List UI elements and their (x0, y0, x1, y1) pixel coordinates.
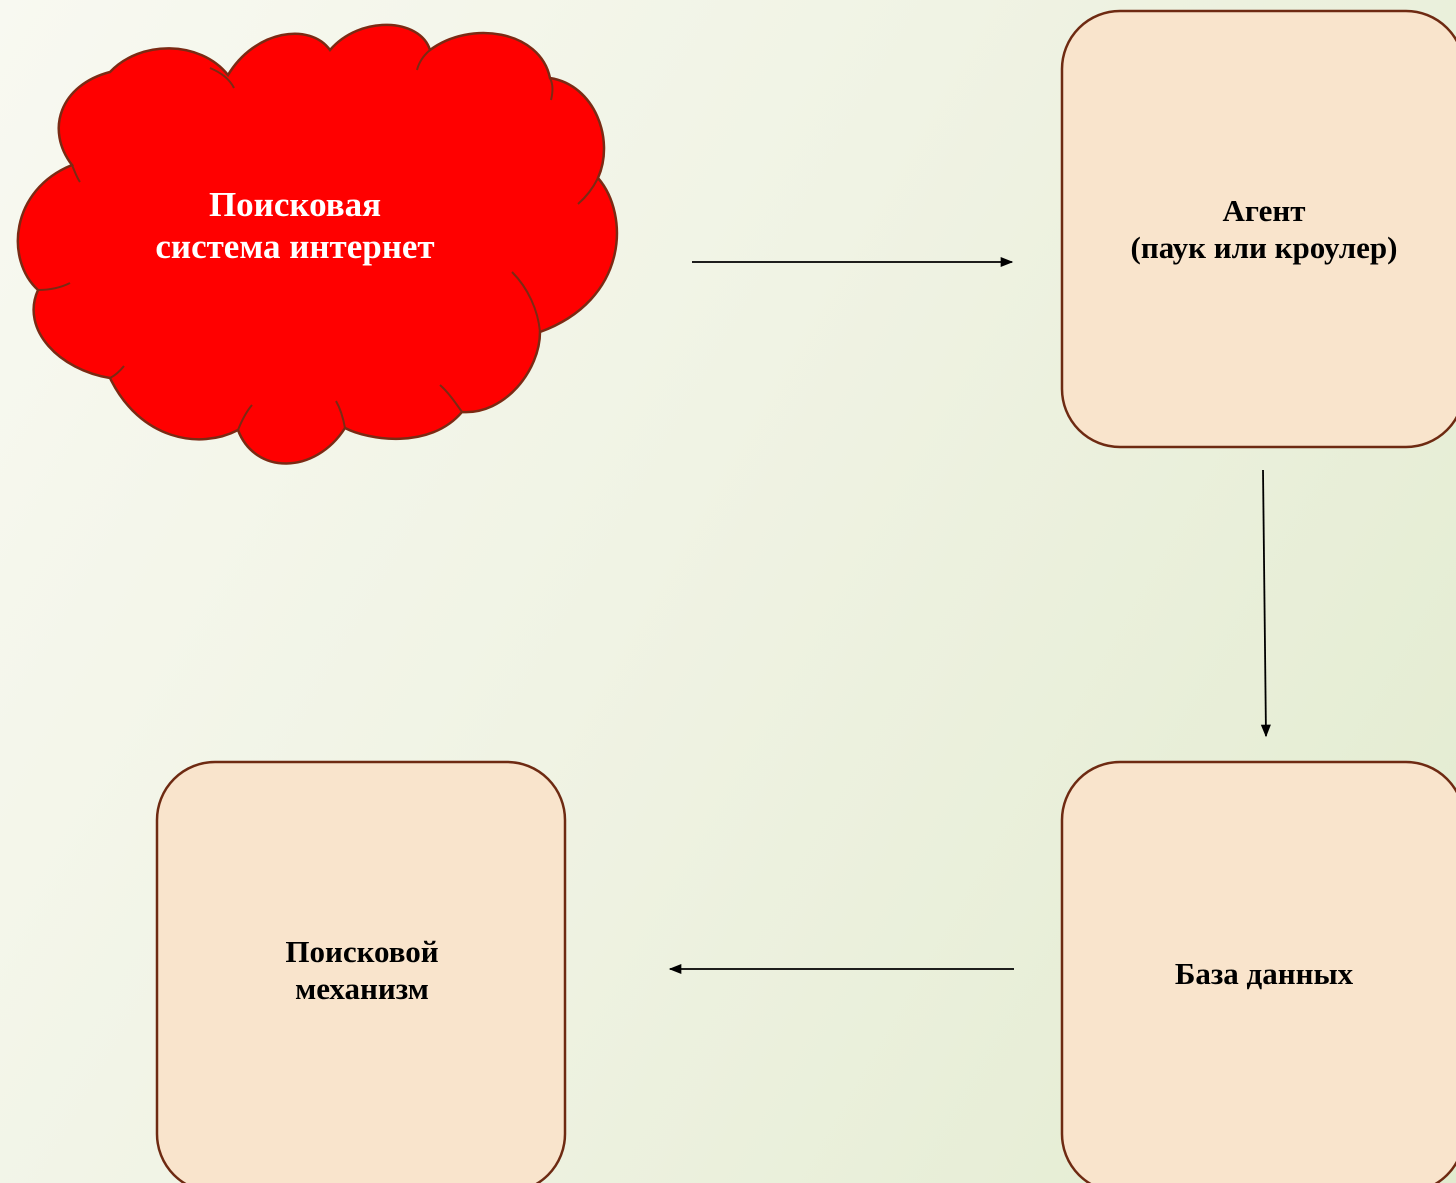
cloud-label-line2: система интернет (155, 227, 435, 266)
agent-label: Агент (паук или кроулер) (1072, 192, 1456, 266)
database-label-line1: База данных (1174, 956, 1354, 991)
engine-box (155, 760, 567, 1183)
cloud-label-line1: Поисковая (208, 185, 382, 224)
agent-box (1060, 9, 1456, 449)
arrow-agent-to-database (1260, 469, 1271, 738)
database-box (1060, 760, 1456, 1183)
database-label: База данных (1072, 955, 1456, 992)
engine-label-line1: Поисковой (285, 934, 439, 969)
engine-label: Поисковой механизм (160, 933, 564, 1007)
agent-label-line1: Агент (1222, 193, 1306, 228)
engine-label-line2: механизм (295, 971, 429, 1007)
agent-label-line2: (паук или кроулер) (1130, 230, 1398, 266)
cloud-shape (16, 23, 619, 465)
cloud-label: Поисковая система интернет (95, 184, 495, 268)
cloud-node (16, 23, 619, 465)
